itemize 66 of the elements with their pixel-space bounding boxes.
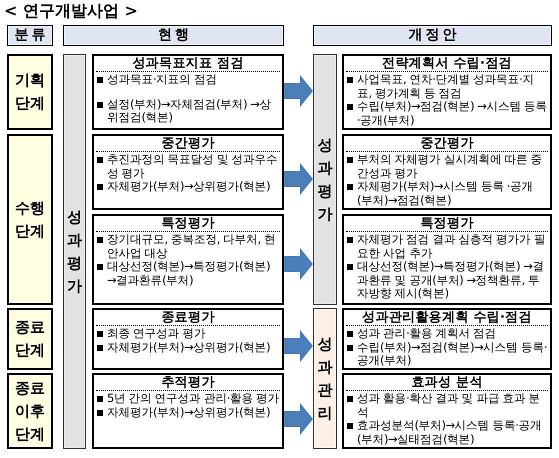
evaluation-card	[92, 214, 284, 305]
evaluation-card	[92, 134, 284, 210]
bullet-text: 부처의 자체평가 실시계획에 따른 중간성과 평가	[357, 153, 544, 180]
card-heading: 종료평가	[96, 310, 280, 326]
card-heading: 성과목표지표 점검	[96, 56, 280, 72]
bullet-text: 효과성분석(부처)→시스템 등록·공개 (부처)→실태점검(혁본)	[357, 419, 542, 446]
bullet-text: 대상선정(혁본)→특정평가(혁본) →결과환류 및 공개(부처) →정책환류, 투자방향 제시(혁본)	[357, 260, 545, 300]
card-heading: 성과관리활용계획 수립·점검	[346, 310, 548, 326]
category-bar	[63, 54, 86, 449]
column-header	[7, 25, 53, 46]
block-arrow	[284, 75, 313, 107]
bullet-text: 성과목표·지표의 점검	[107, 73, 217, 86]
evaluation-card	[342, 54, 552, 130]
bullet-text: 장기대규모, 중복조정, 다부처, 현안사업 대상	[107, 233, 276, 260]
evaluation-card	[342, 134, 552, 210]
card-heading: 효과성 분석	[346, 375, 548, 391]
bullet-text: 자체평가 점검 결과 심층적 평가가 필요한 사업 추가	[357, 233, 546, 260]
category-label: 성과관리	[318, 334, 332, 424]
bullet-text: 수립(부처)→점검(혁본) →시스템 등록·공개(부처)	[357, 100, 548, 127]
bullet-text: 최종 연구성과 평가	[107, 327, 206, 340]
bullet-text: 자체평가(부처)→상위평가(혁본)	[107, 180, 270, 194]
stage-label: 종료 단계	[14, 317, 46, 361]
block-arrow	[284, 163, 313, 195]
column-header	[313, 25, 552, 46]
card-heading: 추적평가	[96, 375, 280, 391]
card-heading: 특정평가	[346, 216, 548, 232]
card-heading: 중간평가	[96, 136, 280, 152]
bullet-text: 성과 관리·활용 계획서 점검	[357, 327, 496, 340]
stage-label: 기획 단계	[14, 70, 46, 114]
bullet-text: 추진과정의 목표달성 및 성과우수성 평가	[107, 153, 278, 180]
bullet-text: 자체평가(부처)→시스템 등록 ·공개(부처)→점검(혁본)	[357, 180, 534, 207]
block-arrow	[284, 403, 313, 435]
evaluation-card	[342, 373, 552, 449]
bullet-text: 성과 활용·확산 결과 및 파급 효과 분석	[357, 392, 542, 419]
evaluation-card	[342, 308, 552, 370]
bullet-text: 사업목표, 연차·단계별 성과목표·지표, 평가계획 등 점검	[357, 73, 535, 100]
category-label: 성과평가	[318, 134, 332, 224]
stage-box	[7, 373, 53, 449]
bullet-text: 대상선정(혁본)→특정평가(혁본) →결과환류(부처)	[107, 260, 272, 287]
bullet-text: 5년 간의 연구성과 관리·활용 평가	[107, 392, 280, 406]
diagram-title: < 연구개발사업 >	[4, 1, 138, 20]
stage-box	[7, 54, 53, 130]
evaluation-card	[92, 373, 284, 449]
category-bar	[313, 308, 337, 449]
block-arrow	[284, 330, 313, 362]
header-label: 분류	[14, 27, 48, 44]
header-label: 현행	[157, 27, 192, 44]
card-heading: 중간평가	[346, 136, 548, 152]
card-heading: 특정평가	[96, 216, 280, 232]
evaluation-card	[342, 214, 552, 305]
bullet-text: 자체평가(부처)→상위평가(혁본)	[107, 340, 270, 354]
bullet-text: 자체평가(부처)→상위평가(혁본)	[107, 406, 270, 419]
bullet-text: 설정(부처)→자체점검(부처) →상위점검(혁본)	[107, 98, 272, 124]
evaluation-card	[92, 54, 284, 130]
stage-box	[7, 308, 53, 370]
evaluation-card	[92, 308, 284, 370]
category-bar	[313, 54, 337, 305]
card-heading: 전략계획서 수립·점검	[346, 56, 548, 72]
stage-label: 수행 단계	[14, 198, 46, 242]
stage-box	[7, 134, 53, 305]
bullet-text: 수립(부처)→점검(혁본)→시스템 등록·공개(부처)	[357, 340, 548, 368]
category-label: 성과평가	[67, 206, 82, 296]
header-label: 개정안	[408, 27, 460, 44]
block-arrow	[284, 248, 313, 280]
column-header	[63, 25, 284, 46]
stage-label: 종료 이후 단계	[14, 378, 46, 444]
